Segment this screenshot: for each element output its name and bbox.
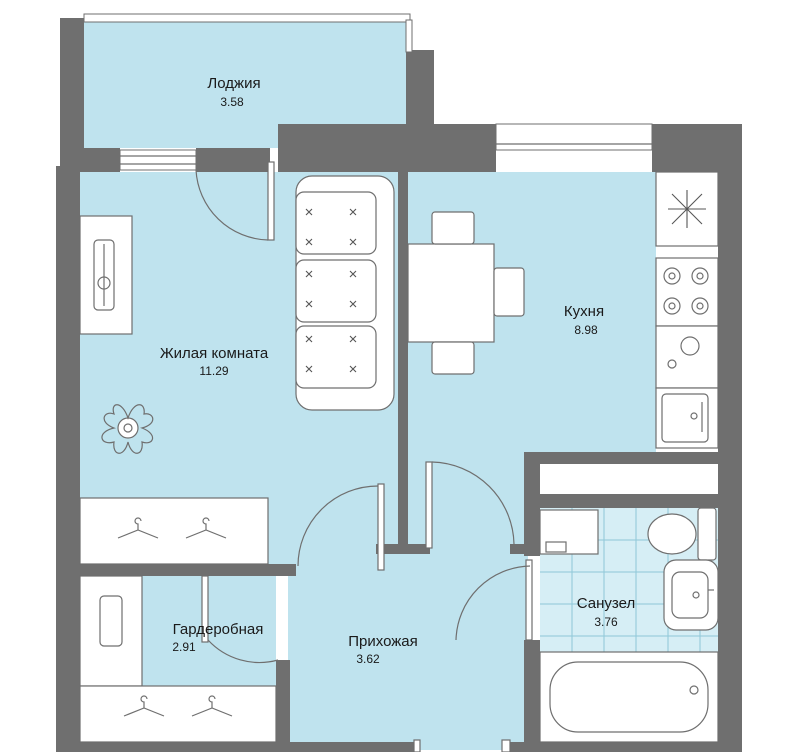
hanger-icon xyxy=(79,575,277,743)
kitchen-area: 8.98 xyxy=(574,323,598,337)
washer-icon xyxy=(539,509,599,555)
table-icon xyxy=(407,211,525,375)
living-area: 11.29 xyxy=(199,364,228,378)
bathroom-name: Санузел xyxy=(577,595,635,612)
toilet-icon xyxy=(647,507,717,561)
windows xyxy=(83,13,653,171)
stove-icon xyxy=(655,171,719,389)
plant-icon xyxy=(101,404,154,454)
walls xyxy=(56,18,742,752)
kitchen-name: Кухня xyxy=(564,303,604,320)
loggia-window xyxy=(83,13,411,23)
loggia-area: 3.58 xyxy=(220,95,244,109)
bath-sink-icon xyxy=(663,559,719,631)
sink-icon xyxy=(655,387,719,449)
wardrobe-name: Гардеробная xyxy=(173,621,264,638)
hallway-name: Прихожая xyxy=(348,633,418,650)
hanger-rail-living xyxy=(79,497,269,565)
living-name: Жилая комната xyxy=(160,345,269,362)
bathroom-area: 3.76 xyxy=(594,615,618,629)
kitchen-window xyxy=(495,123,653,151)
hallway-area: 3.62 xyxy=(356,652,380,666)
living-window xyxy=(119,149,197,171)
doors xyxy=(195,161,533,752)
loggia-name: Лоджия xyxy=(207,75,260,92)
bathtub-icon xyxy=(539,651,719,743)
sofa-icon xyxy=(295,175,395,411)
room-labels: Лоджия 3.58 Жилая комната 11.29 Кухня 8.… xyxy=(160,75,635,666)
desk-icon xyxy=(79,215,133,335)
wardrobe-area: 2.91 xyxy=(172,640,196,654)
